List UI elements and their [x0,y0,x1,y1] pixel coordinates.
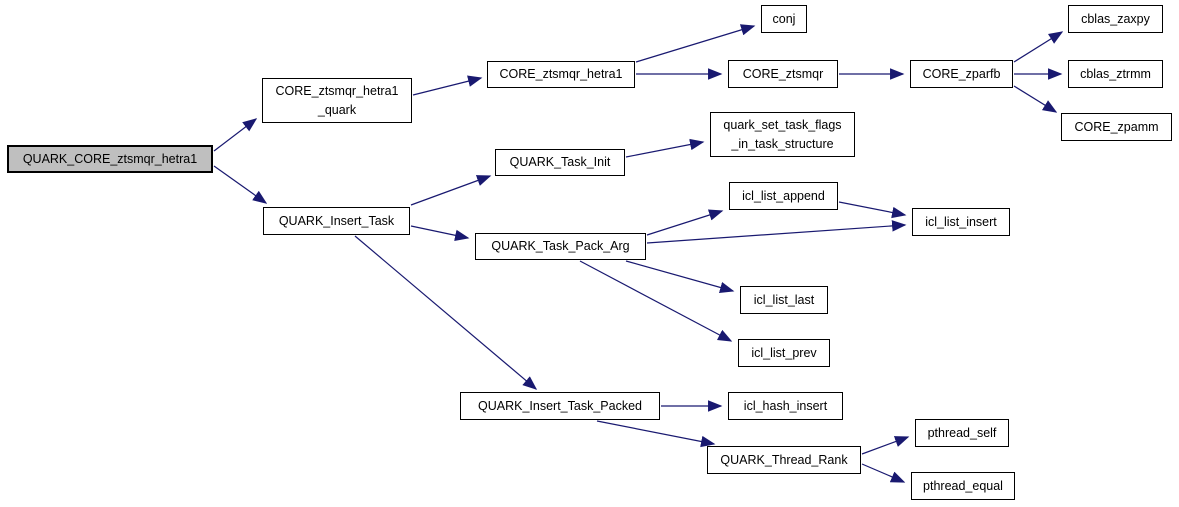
graph-node-quark-set-task-flags[interactable]: quark_set_task_flags _in_task_structure [710,112,855,157]
edge-quark-core-ztsmqr-hetra1--quark-insert-task [213,165,268,204]
graph-node-quark-insert-task-packed[interactable]: QUARK_Insert_Task_Packed [460,392,660,420]
graph-node-icl-list-last[interactable]: icl_list_last [740,286,828,314]
edge-quark-insert-task-packed--quark-thread-rank [596,420,716,448]
graph-node-core-ztsmqr-hetra1-quark[interactable]: CORE_ztsmqr_hetra1 _quark [262,78,412,123]
edge-quark-task-pack-arg--icl-list-append [646,209,724,236]
edge-quark-insert-task--quark-task-pack-arg [410,225,470,241]
graph-node-quark-insert-task[interactable]: QUARK_Insert_Task [263,207,410,235]
graph-node-core-ztsmqr[interactable]: CORE_ztsmqr [728,60,838,88]
graph-node-icl-list-prev[interactable]: icl_list_prev [738,339,830,367]
graph-node-core-zpamm[interactable]: CORE_zpamm [1061,113,1172,141]
edge-group [213,24,1064,483]
graph-node-quark-task-init[interactable]: QUARK_Task_Init [495,149,625,176]
edge-quark-insert-task--quark-insert-task-packed [354,235,538,390]
edge-core-zparfb--cblas-zaxpy [1013,31,1064,63]
edge-core-ztsmqr-hetra1--conj [635,24,756,63]
edge-core-ztsmqr-hetra1-quark--core-ztsmqr-hetra1 [412,75,483,96]
graph-node-icl-hash-insert[interactable]: icl_hash_insert [728,392,843,420]
graph-node-pthread-self[interactable]: pthread_self [915,419,1009,447]
graph-node-pthread-equal[interactable]: pthread_equal [911,472,1015,500]
edge-quark-task-pack-arg--icl-list-last [625,260,735,294]
edge-quark-thread-rank--pthread-self [861,436,910,455]
edge-quark-insert-task--quark-task-init [410,175,492,206]
graph-node-quark-core-ztsmqr-hetra1[interactable]: QUARK_CORE_ztsmqr_hetra1 [7,145,213,173]
edge-core-zparfb--core-zpamm [1013,85,1058,113]
graph-node-icl-list-insert[interactable]: icl_list_insert [912,208,1010,236]
edge-quark-core-ztsmqr-hetra1--core-ztsmqr-hetra1-quark [213,118,258,152]
graph-node-quark-task-pack-arg[interactable]: QUARK_Task_Pack_Arg [475,233,646,260]
graph-node-cblas-ztrmm[interactable]: cblas_ztrmm [1068,60,1163,88]
graph-node-icl-list-append[interactable]: icl_list_append [729,182,838,210]
graph-node-core-zparfb[interactable]: CORE_zparfb [910,60,1013,88]
graph-node-conj[interactable]: conj [761,5,807,33]
edge-quark-task-init--quark-set-task-flags [625,138,705,158]
edge-quark-task-pack-arg--icl-list-insert [646,220,907,244]
edge-quark-thread-rank--pthread-equal [861,463,906,483]
edge-quark-task-pack-arg--icl-list-prev [579,260,733,342]
graph-node-core-ztsmqr-hetra1[interactable]: CORE_ztsmqr_hetra1 [487,61,635,88]
graph-node-quark-thread-rank[interactable]: QUARK_Thread_Rank [707,446,861,474]
graph-node-cblas-zaxpy[interactable]: cblas_zaxpy [1068,5,1163,33]
edge-icl-list-append--icl-list-insert [838,201,907,219]
